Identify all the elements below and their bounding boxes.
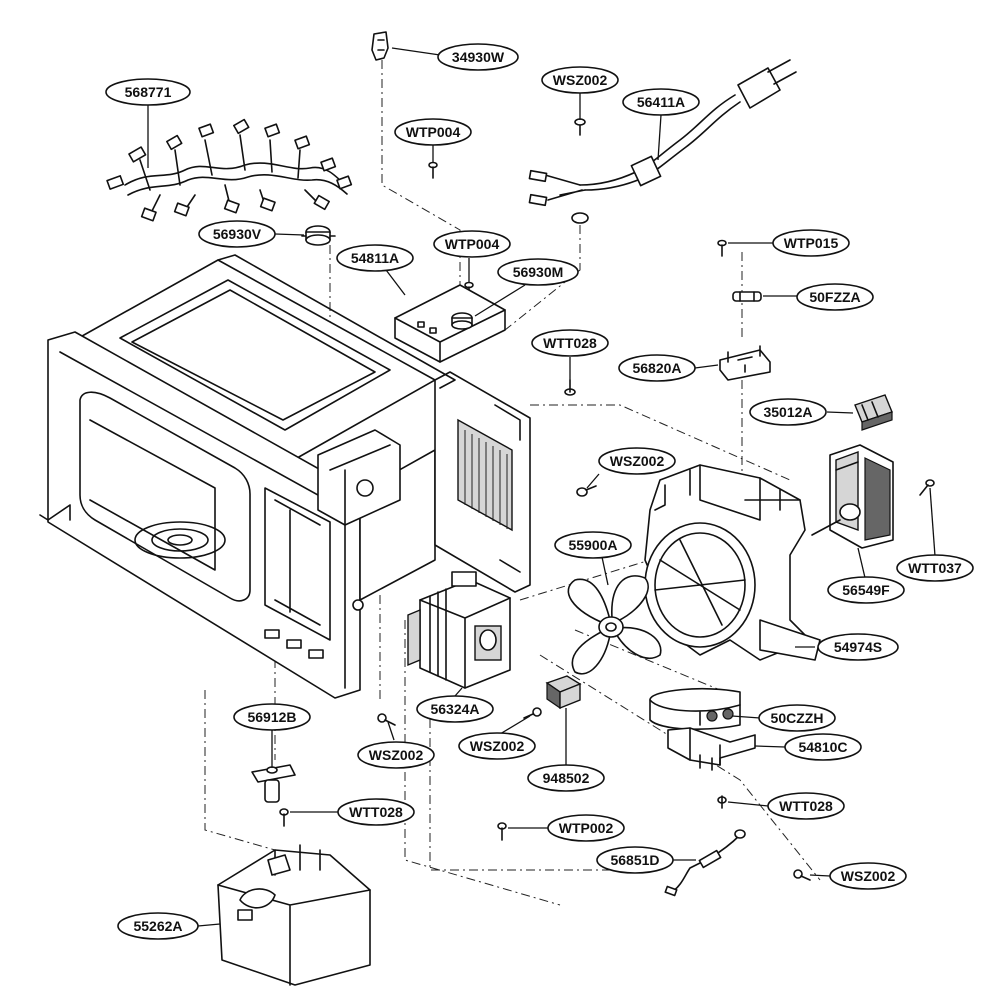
- label-cap-bracket: 54810C: [798, 739, 847, 755]
- callout-harness: 568771: [105, 78, 191, 106]
- callout-block-35012: 35012A: [749, 398, 827, 426]
- screw-icon: [428, 161, 438, 179]
- label-screw-wsz-top: WSZ002: [553, 72, 608, 88]
- callout-screw-wsz-left: WSZ002: [357, 741, 435, 769]
- label-power-cord: 56411A: [637, 94, 685, 110]
- label-screw-wsz-center: WSZ002: [470, 738, 525, 754]
- label-diode: 56851D: [610, 852, 659, 868]
- label-fan-duct: 54974S: [834, 639, 882, 655]
- label-magnetron: 56324A: [430, 701, 479, 717]
- label-screw-wtp-bracket: WTP004: [445, 236, 500, 252]
- callout-screw-wtt-right: WTT028: [767, 792, 845, 820]
- callout-power-cord: 56411A: [622, 88, 700, 116]
- callout-screw-wtp002: WTP002: [547, 814, 625, 842]
- label-block-35012: 35012A: [763, 404, 812, 420]
- label-harness: 568771: [125, 84, 172, 100]
- callout-capacitor: 50CZZH: [758, 704, 836, 732]
- block-part: [854, 394, 893, 431]
- callout-latch: 34930W: [437, 43, 519, 71]
- wiring-harness: [106, 118, 353, 222]
- label-motor-56549: 56549F: [842, 582, 890, 598]
- screw-icon: [919, 479, 935, 496]
- leader-lines: [147, 47, 936, 927]
- callout-thermostat-bracket: 56930M: [497, 258, 579, 286]
- label-screw-wtp-top: WTP004: [406, 124, 461, 140]
- callout-screw-wtt037: WTT037: [896, 554, 974, 582]
- label-fuse-holder: 56820A: [632, 360, 681, 376]
- thermostat-bracket: [394, 284, 506, 363]
- callout-screw-wtp-top: WTP004: [394, 118, 472, 146]
- label-screw-wtp015: WTP015: [784, 235, 839, 251]
- base-cover: [217, 844, 371, 986]
- thermostat-top: [301, 225, 336, 246]
- label-thermostat-top: 56930V: [213, 226, 262, 242]
- label-capacitor: 50CZZH: [771, 710, 824, 726]
- label-thermostat-bracket: 56930M: [513, 264, 564, 280]
- callout-diode: 56851D: [596, 846, 674, 874]
- fan-duct: [644, 464, 821, 661]
- callout-fuse-holder: 56820A: [618, 354, 696, 382]
- callout-screw-wtt-left: WTT028: [337, 798, 415, 826]
- screw-icon: [574, 118, 586, 136]
- screw-icon: [717, 239, 727, 257]
- screw-icon: [717, 795, 727, 809]
- screw-icon: [497, 822, 507, 841]
- callout-fan-blade: 55900A: [554, 531, 632, 559]
- callout-base-cover: 55262A: [117, 912, 199, 940]
- latch-part: [371, 31, 389, 61]
- callout-screw-wsz-mid: WSZ002: [598, 447, 676, 475]
- power-cord: [528, 59, 797, 224]
- screw-icon: [523, 707, 542, 719]
- label-screw-wtt-right: WTT028: [779, 798, 833, 814]
- screw-icon: [279, 808, 289, 827]
- callout-fan-duct: 54974S: [817, 633, 899, 661]
- callout-fuse: 50FZZA: [796, 283, 874, 311]
- callout-screw-wtp-bracket: WTP004: [433, 230, 511, 258]
- label-fuse: 50FZZA: [809, 289, 860, 305]
- label-screw-wtp002: WTP002: [559, 820, 614, 836]
- label-fan-blade: 55900A: [568, 537, 617, 553]
- label-lamp-socket: 56912B: [247, 709, 296, 725]
- screw-icons: [279, 118, 935, 881]
- label-screw-wsz-left: WSZ002: [369, 747, 424, 763]
- lamp-socket: [251, 764, 296, 803]
- callout-screw-wsz-center: WSZ002: [458, 732, 536, 760]
- screw-icon: [576, 485, 597, 497]
- label-screw-wtt037: WTT037: [908, 560, 962, 576]
- label-screw-wtt-mid: WTT028: [543, 335, 597, 351]
- capacitor-bracket: [667, 727, 756, 771]
- capacitor: [649, 687, 741, 730]
- callout-screw-wtt-mid: WTT028: [531, 329, 609, 357]
- magnetron: [407, 571, 511, 689]
- label-bracket-54811: 54811A: [351, 250, 399, 266]
- fuse-holder: [719, 345, 771, 381]
- oven-chassis: [39, 254, 531, 699]
- screw-icon: [564, 379, 576, 396]
- sensor-block: [545, 675, 582, 710]
- callout-magnetron: 56324A: [416, 695, 494, 723]
- label-screw-wsz-mid: WSZ002: [610, 453, 665, 469]
- label-latch: 34930W: [452, 49, 505, 65]
- callout-screw-wtp015: WTP015: [772, 229, 850, 257]
- fan-blade: [567, 575, 662, 675]
- callout-screw-wsz-top: WSZ002: [541, 66, 619, 94]
- callout-lamp-socket: 56912B: [233, 703, 311, 731]
- callout-thermostat-top: 56930V: [198, 220, 276, 248]
- callout-screw-wsz-bottom: WSZ002: [829, 862, 907, 890]
- callout-bracket-54811: 54811A: [336, 244, 414, 272]
- label-screw-wtt-left: WTT028: [349, 804, 403, 820]
- label-base-cover: 55262A: [133, 918, 182, 934]
- fan-motor: [811, 444, 894, 549]
- callout-sensor-948502: 948502: [527, 764, 605, 792]
- fuse: [732, 291, 762, 302]
- callout-cap-bracket: 54810C: [784, 733, 862, 761]
- label-sensor-948502: 948502: [543, 770, 590, 786]
- diode: [664, 829, 746, 897]
- screw-icon: [377, 713, 396, 726]
- screw-icon: [793, 869, 811, 881]
- callout-motor-56549: 56549F: [827, 576, 905, 604]
- label-screw-wsz-bottom: WSZ002: [841, 868, 896, 884]
